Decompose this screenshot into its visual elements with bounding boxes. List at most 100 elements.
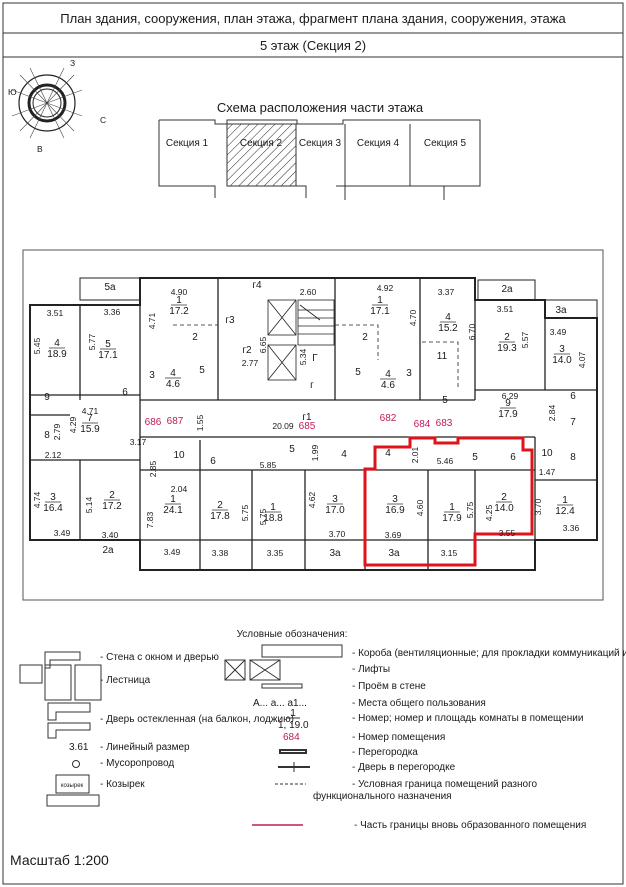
scheme-title: Схема расположения части этажа: [217, 100, 424, 115]
dimension-label: 4.07: [577, 351, 587, 368]
dimension-label: 3.36: [104, 307, 121, 317]
room-label: 4: [385, 448, 391, 459]
legend-room-number-area: - Номер; номер и площадь комнаты в помещ…: [352, 713, 583, 724]
legend-premises-number: - Номер помещения: [352, 732, 445, 743]
dimension-label: 3.55: [499, 528, 516, 538]
room-label: 9: [44, 392, 50, 403]
dimension-label: 20.09: [272, 421, 294, 431]
room-area: 17.1: [98, 350, 118, 361]
glazed-door-icon: [47, 702, 91, 739]
room-area: 17.2: [102, 501, 122, 512]
dimension-label: 5.45: [32, 337, 42, 354]
room-area: 12.4: [555, 506, 575, 517]
dimension-label: 2.85: [148, 460, 158, 477]
legend-lifts: - Лифты: [352, 663, 390, 675]
legend-premises-sample: 684: [283, 732, 300, 743]
premises-number: 685: [299, 421, 316, 432]
legend-title: Условные обозначения:: [237, 628, 348, 640]
dimension-label: 1.47: [539, 467, 556, 477]
room-number: 3: [392, 494, 398, 505]
dimension-label: 2.60: [300, 287, 317, 297]
room-area: 4.6: [381, 380, 395, 391]
room-number: 7: [87, 413, 93, 424]
room-label: г3: [225, 315, 235, 326]
legend-canopy: - Козырек: [100, 779, 145, 790]
legend-garbage-chute: - Мусоропровод: [100, 758, 174, 769]
legend-wall-window-door: - Стена с окном и дверью: [100, 652, 219, 663]
section-3-label: Секция 3: [299, 138, 342, 149]
lift-icon: [267, 299, 297, 381]
room-area: 4.6: [166, 379, 180, 390]
room-label: 5: [442, 395, 448, 406]
room-label: г1: [302, 412, 312, 423]
wall-opening-icon: [261, 683, 303, 689]
premises-number: 686: [145, 417, 162, 428]
dimension-label: 3.15: [441, 548, 458, 558]
dimension-label: 5.34: [298, 348, 308, 365]
room-label: 10: [541, 448, 553, 459]
dimension-label: 4.90: [171, 287, 188, 297]
dimension-label: 5.75: [240, 504, 250, 521]
canopy-icon: [55, 774, 90, 794]
dimension-label: 3.40: [102, 530, 119, 540]
dimension-label: 7.83: [145, 511, 155, 528]
room-number: 3: [50, 492, 56, 503]
dimension-label: 3.17: [130, 437, 147, 447]
legend-room-number-sample: 1: [290, 708, 296, 719]
dimension-label: 4.70: [408, 309, 418, 326]
dimension-label: 4.92: [377, 283, 394, 293]
room-label: 3а: [388, 548, 400, 559]
stair-icon: [297, 299, 335, 346]
dimension-label: 2.84: [547, 404, 557, 421]
section-5-label: Секция 5: [424, 138, 467, 149]
legend-common-sample: А... а... а1...: [253, 698, 307, 709]
room-area: 16.4: [43, 503, 63, 514]
dimension-label: 3.70: [533, 498, 543, 515]
room-number: 2: [504, 332, 510, 343]
room-label: Г: [312, 353, 318, 364]
room-number: 2: [109, 490, 115, 501]
dimension-label: 3.69: [385, 530, 402, 540]
room-label: 3: [149, 370, 155, 381]
room-label: 2: [362, 332, 368, 343]
room-label: 6: [570, 391, 576, 402]
legend-functional-boundary-cont: функционального назначения: [313, 790, 452, 802]
room-number: 1: [176, 295, 182, 306]
room-label: 6: [510, 452, 516, 463]
room-number: 5: [105, 339, 111, 350]
dimension-label: 5.46: [437, 456, 454, 466]
dimension-label: 6.65: [258, 336, 268, 353]
dimension-label: 4.25: [484, 504, 494, 521]
room-label: 8: [44, 430, 50, 441]
legend-new-boundary: - Часть границы вновь образованного поме…: [354, 819, 586, 831]
room-label: 5а: [104, 282, 116, 293]
compass-west-label: З: [70, 58, 75, 68]
premises-number: 683: [436, 418, 453, 429]
legend-stairs: - Лестница: [100, 675, 151, 686]
room-number: 4: [385, 369, 391, 380]
dimension-label: 3.49: [54, 528, 71, 538]
room-label: 2: [192, 332, 198, 343]
room-area: 17.9: [498, 409, 518, 420]
room-label: 5: [199, 365, 205, 376]
room-label: 4: [341, 449, 347, 460]
room-label: 7: [570, 417, 576, 428]
room-area: 17.1: [370, 306, 390, 317]
room-label: 2а: [501, 284, 513, 295]
dimension-label: 5.57: [520, 331, 530, 348]
room-label: 3а: [329, 548, 341, 559]
room-area: 15.2: [438, 323, 458, 334]
dimension-label: 3.49: [164, 547, 181, 557]
section-2-label: Секция 2: [240, 138, 283, 149]
legend-partition: - Перегородка: [352, 747, 418, 758]
duct-icon: [261, 644, 343, 658]
dimension-label: 3.49: [550, 327, 567, 337]
compass-east-label: В: [37, 144, 43, 154]
room-label: 6: [122, 387, 128, 398]
room-label: 5: [355, 367, 361, 378]
section-4-label: Секция 4: [357, 138, 400, 149]
dimension-label: 3.37: [438, 287, 455, 297]
room-label: 3а: [555, 305, 567, 316]
